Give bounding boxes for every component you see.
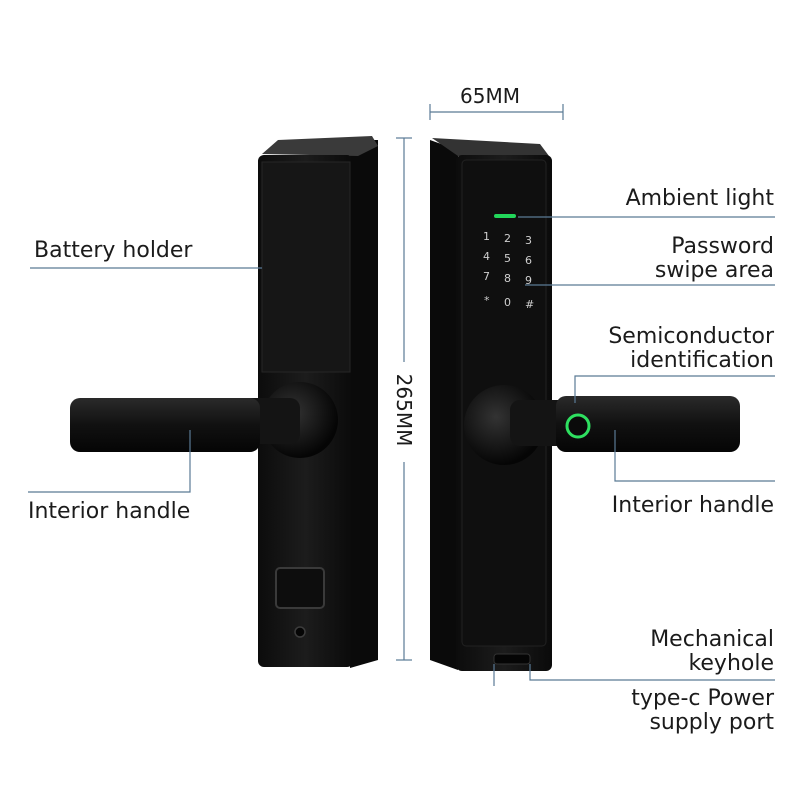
label-password-line2: swipe area bbox=[654, 258, 774, 283]
interior-body-top bbox=[262, 136, 378, 156]
label-password-line1: Password bbox=[671, 234, 774, 259]
leader-interior-right bbox=[614, 430, 775, 482]
leader-keyhole bbox=[529, 664, 775, 681]
key-2: 2 bbox=[504, 232, 511, 245]
key-hash: # bbox=[525, 298, 535, 311]
leader-lines bbox=[28, 216, 775, 686]
leader-interior-left bbox=[28, 430, 191, 493]
key-8: 8 bbox=[504, 272, 511, 285]
key-3: 3 bbox=[525, 234, 532, 247]
key-0: 0 bbox=[504, 296, 511, 309]
key-9: 9 bbox=[525, 274, 532, 287]
interior-lock-unit bbox=[70, 136, 378, 668]
interior-keyhole bbox=[294, 626, 306, 638]
fingerprint-ring bbox=[565, 413, 591, 439]
label-mechanical-line2: keyhole bbox=[688, 651, 774, 676]
interior-handle-lever bbox=[70, 398, 260, 452]
mechanical-keyhole-slot bbox=[493, 653, 531, 665]
leader-semiconductor bbox=[574, 375, 775, 403]
interior-body-side bbox=[350, 140, 378, 668]
key-7: 7 bbox=[483, 270, 490, 283]
key-star: * bbox=[484, 294, 490, 307]
exterior-body-top bbox=[432, 138, 552, 160]
key-4: 4 bbox=[483, 250, 490, 263]
label-semiconductor-line2: identification bbox=[630, 348, 774, 373]
label-ambient-light: Ambient light bbox=[625, 186, 774, 211]
key-5: 5 bbox=[504, 252, 511, 265]
battery-holder-cover bbox=[261, 161, 351, 373]
exterior-lock-unit bbox=[430, 138, 740, 671]
type-c-port bbox=[275, 567, 325, 609]
exterior-handle-lever bbox=[556, 396, 740, 452]
height-label-bg bbox=[392, 362, 416, 462]
height-dimension-label: 265MM bbox=[392, 373, 416, 447]
label-interior-handle-right: Interior handle bbox=[611, 493, 774, 518]
label-semiconductor-line1: Semiconductor bbox=[608, 324, 774, 349]
label-battery-holder: Battery holder bbox=[34, 238, 193, 263]
label-typec-line1: type-c Power bbox=[631, 686, 774, 711]
exterior-body-side bbox=[430, 140, 458, 670]
exterior-handle-neck bbox=[510, 400, 570, 446]
label-typec-line2: supply port bbox=[649, 710, 774, 735]
ambient-light-bar bbox=[494, 214, 516, 218]
width-dimension-label: 65MM bbox=[460, 84, 520, 108]
label-mechanical-line1: Mechanical bbox=[650, 627, 774, 652]
dimension-width bbox=[429, 104, 564, 120]
key-6: 6 bbox=[525, 254, 532, 267]
label-interior-handle-left: Interior handle bbox=[28, 499, 191, 524]
key-1: 1 bbox=[483, 230, 490, 243]
